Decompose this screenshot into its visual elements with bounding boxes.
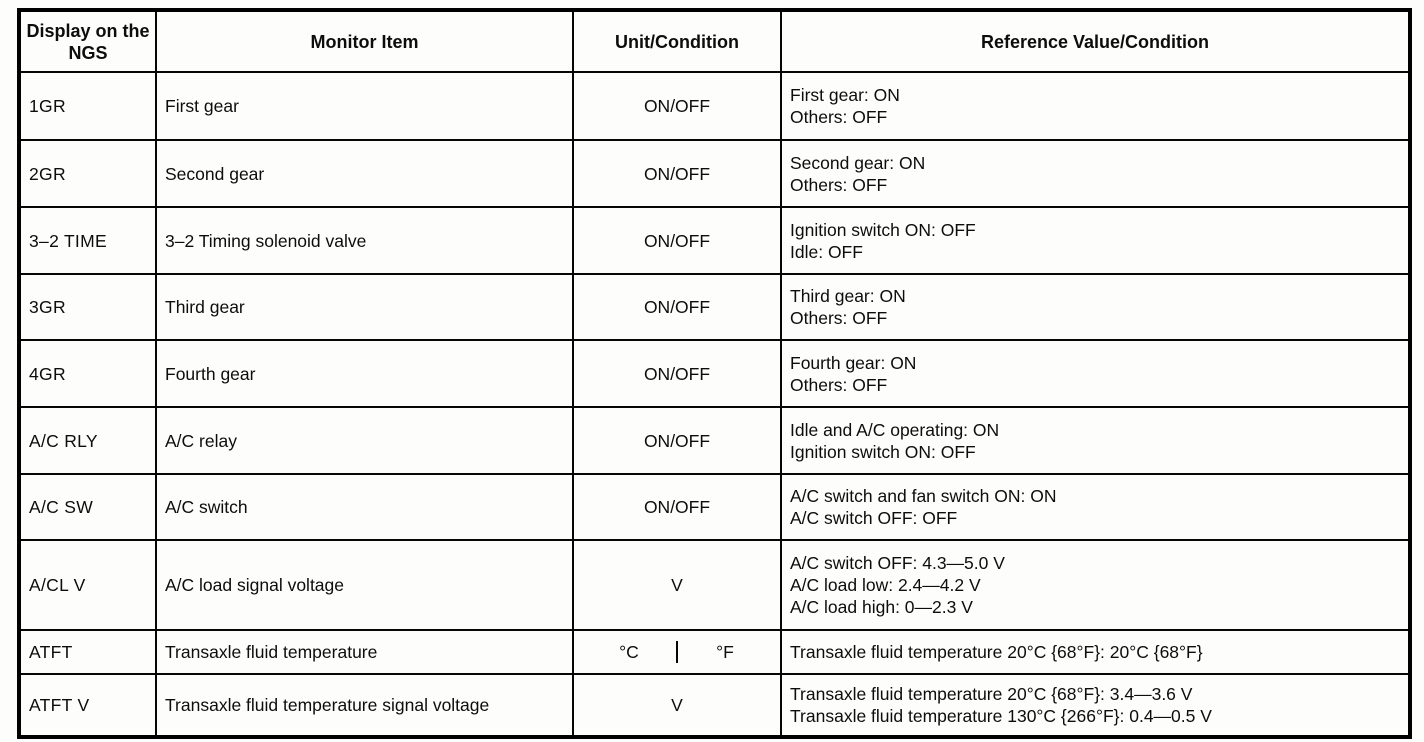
table-row-ac-rly: A/C RLY A/C relay ON/OFF Idle and A/C op… [18, 406, 1411, 475]
reference-line: Others: OFF [790, 107, 888, 127]
unit-cell: ON/OFF [572, 206, 782, 275]
ngs-display-cell: A/CL V [18, 539, 157, 631]
reference-cell: Idle and A/C operating: ON Ignition swit… [780, 406, 1411, 475]
table-row-4gr: 4GR Fourth gear ON/OFF Fourth gear: ON O… [18, 339, 1411, 408]
unit-cell: V [572, 673, 782, 738]
header-unit-condition: Unit/Condition [572, 9, 782, 73]
reference-line: Others: OFF [790, 174, 888, 195]
monitor-item-cell: A/C load signal voltage [155, 539, 574, 631]
header-monitor-item: Monitor Item [155, 9, 574, 73]
reference-cell: Ignition switch ON: OFF Idle: OFF [780, 206, 1411, 275]
unit-split-container: °C °F [582, 641, 772, 663]
unit-cell: ON/OFF [572, 273, 782, 341]
ngs-display-cell: 4GR [18, 339, 157, 408]
reference-cell: A/C switch OFF: 4.3—5.0 V A/C load low: … [780, 539, 1411, 631]
table-row-atft-v: ATFT V Transaxle fluid temperature signa… [18, 673, 1411, 738]
ngs-display-cell: 2GR [18, 139, 157, 208]
reference-cell: Second gear: ON Others: OFF [780, 139, 1411, 208]
table-row-ac-sw: A/C SW A/C switch ON/OFF A/C switch and … [18, 473, 1411, 541]
reference-line: Third gear: ON [790, 286, 906, 306]
reference-cell: Third gear: ON Others: OFF [780, 273, 1411, 341]
unit-cell: ON/OFF [572, 473, 782, 541]
table-row-acl-v: A/CL V A/C load signal voltage V A/C swi… [18, 539, 1411, 631]
reference-line: Fourth gear: ON [790, 352, 917, 373]
ngs-display-cell: A/C SW [18, 473, 157, 541]
monitor-item-cell: Transaxle fluid temperature signal volta… [155, 673, 574, 738]
reference-line: Ignition switch ON: OFF [790, 441, 976, 462]
table-row-2gr: 2GR Second gear ON/OFF Second gear: ON O… [18, 139, 1411, 208]
reference-line: Idle: OFF [790, 241, 863, 262]
unit-cell: ON/OFF [572, 406, 782, 475]
header-display-on-ngs: Display on the NGS [18, 9, 157, 73]
reference-cell: Transaxle fluid temperature 20°C {68°F}:… [780, 629, 1411, 675]
unit-celsius: °C [582, 641, 678, 663]
monitor-item-cell: 3–2 Timing solenoid valve [155, 206, 574, 275]
reference-cell: A/C switch and fan switch ON: ON A/C swi… [780, 473, 1411, 541]
reference-line: First gear: ON [790, 85, 900, 105]
reference-cell: First gear: ON Others: OFF [780, 71, 1411, 141]
monitor-item-cell: A/C switch [155, 473, 574, 541]
unit-fahrenheit: °F [716, 642, 734, 662]
reference-line: A/C load low: 2.4—4.2 V [790, 575, 981, 595]
header-reference-value: Reference Value/Condition [780, 9, 1411, 73]
monitor-item-cell: First gear [155, 71, 574, 141]
table-row-atft: ATFT Transaxle fluid temperature °C °F T… [18, 629, 1411, 675]
ngs-display-cell: 3–2 TIME [18, 206, 157, 275]
reference-line: Transaxle fluid temperature 20°C {68°F}:… [790, 642, 1203, 662]
table-row-1gr: 1GR First gear ON/OFF First gear: ON Oth… [18, 71, 1411, 141]
reference-line: A/C load high: 0—2.3 V [790, 597, 973, 617]
monitor-item-cell: Third gear [155, 273, 574, 341]
ngs-display-cell: ATFT [18, 629, 157, 675]
reference-cell: Transaxle fluid temperature 20°C {68°F}:… [780, 673, 1411, 738]
ngs-display-cell: 1GR [18, 71, 157, 141]
reference-line: Transaxle fluid temperature 20°C {68°F}:… [790, 684, 1193, 704]
header-row: Display on the NGS Monitor Item Unit/Con… [18, 9, 1411, 73]
reference-line: A/C switch and fan switch ON: ON [790, 486, 1057, 506]
reference-cell: Fourth gear: ON Others: OFF [780, 339, 1411, 408]
unit-cell: ON/OFF [572, 71, 782, 141]
table-row-32time: 3–2 TIME 3–2 Timing solenoid valve ON/OF… [18, 206, 1411, 275]
monitor-item-cell: Second gear [155, 139, 574, 208]
unit-cell: V [572, 539, 782, 631]
unit-cell: ON/OFF [572, 139, 782, 208]
monitor-item-cell: A/C relay [155, 406, 574, 475]
monitor-items-table: Display on the NGS Monitor Item Unit/Con… [17, 8, 1412, 739]
reference-line: Ignition switch ON: OFF [790, 219, 976, 240]
monitor-item-cell: Transaxle fluid temperature [155, 629, 574, 675]
reference-line: A/C switch OFF: 4.3—5.0 V [790, 553, 1005, 573]
reference-line: Transaxle fluid temperature 130°C {266°F… [790, 706, 1212, 726]
monitor-item-cell: Fourth gear [155, 339, 574, 408]
unit-cell: ON/OFF [572, 339, 782, 408]
reference-line: Others: OFF [790, 374, 888, 395]
unit-cell-split: °C °F [572, 629, 782, 675]
ngs-display-cell: 3GR [18, 273, 157, 341]
reference-line: Others: OFF [790, 308, 888, 328]
ngs-display-cell: ATFT V [18, 673, 157, 738]
table-row-3gr: 3GR Third gear ON/OFF Third gear: ON Oth… [18, 273, 1411, 341]
ngs-display-cell: A/C RLY [18, 406, 157, 475]
reference-line: Idle and A/C operating: ON [790, 419, 1000, 440]
reference-line: Second gear: ON [790, 152, 926, 173]
reference-line: A/C switch OFF: OFF [790, 508, 958, 528]
